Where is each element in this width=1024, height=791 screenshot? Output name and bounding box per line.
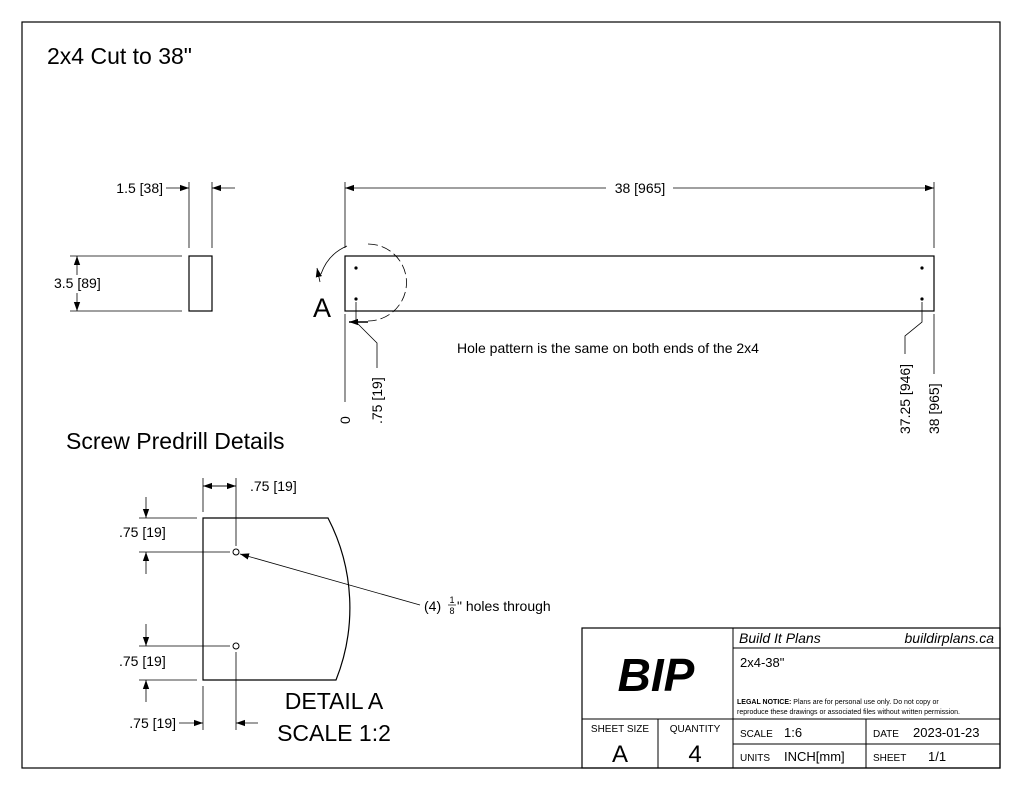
legal-notice: LEGAL NOTICE: Plans are for personal use… bbox=[737, 699, 939, 706]
hole-mark bbox=[920, 297, 924, 301]
end-view: 1.5 [38] 3.5 [89] bbox=[54, 180, 235, 312]
detail-dim-bottom: .75 [19] bbox=[129, 715, 176, 731]
units-value: INCH[mm] bbox=[784, 749, 845, 764]
detail-callout-label: A bbox=[313, 293, 331, 323]
date-label: DATE bbox=[873, 729, 899, 740]
hole-mark bbox=[920, 266, 924, 270]
detail-label: DETAIL A bbox=[285, 688, 384, 714]
scale-label: SCALE bbox=[740, 729, 773, 740]
ordinate-end: 38 [965] bbox=[926, 383, 942, 434]
predrill-hole bbox=[232, 642, 240, 650]
hole-mark bbox=[354, 266, 358, 270]
section-title: Screw Predrill Details bbox=[66, 428, 285, 454]
hole-note-suffix: " holes through bbox=[457, 598, 551, 614]
ordinate-end-hole: 37.25 [946] bbox=[897, 364, 913, 434]
company-website: buildirplans.ca bbox=[905, 630, 995, 646]
detail-callout-circle bbox=[367, 243, 407, 322]
hole-note-prefix: (4) bbox=[424, 598, 441, 614]
end-view-height-dim: 3.5 [89] bbox=[54, 275, 101, 291]
hole-frac-den: 8 bbox=[449, 606, 454, 616]
company-name: Build It Plans bbox=[739, 630, 821, 646]
side-view: 38 [965] A Hole pattern is the same on b… bbox=[313, 180, 942, 434]
sheet-size-label: SHEET SIZE bbox=[591, 724, 649, 735]
side-view-profile bbox=[344, 255, 935, 312]
sheet-size-value: A bbox=[612, 741, 628, 768]
drawing-name: 2x4-38" bbox=[740, 655, 785, 670]
quantity-label: QUANTITY bbox=[670, 724, 721, 735]
drawing-title: 2x4 Cut to 38" bbox=[47, 43, 192, 69]
quantity-value: 4 bbox=[688, 741, 701, 768]
units-label: UNITS bbox=[740, 753, 770, 764]
sheet-label: SHEET bbox=[873, 753, 906, 764]
end-view-profile bbox=[188, 255, 213, 312]
detail-dim-lower: .75 [19] bbox=[119, 653, 166, 669]
date-value: 2023-01-23 bbox=[913, 725, 980, 740]
sheet-border bbox=[21, 21, 1001, 769]
ordinate-start-hole: .75 [19] bbox=[369, 377, 385, 424]
detail-dim-upper: .75 [19] bbox=[119, 524, 166, 540]
legal-notice-line-2: reproduce these drawings or associated f… bbox=[737, 709, 960, 716]
hole-mark bbox=[354, 297, 358, 301]
scale-value: 1:6 bbox=[784, 725, 802, 740]
sheet-value: 1/1 bbox=[928, 749, 946, 764]
hole-frac-num: 1 bbox=[449, 595, 454, 605]
end-view-width-dim: 1.5 [38] bbox=[116, 180, 163, 196]
ordinate-zero: 0 bbox=[337, 416, 353, 424]
detail-dim-top: .75 [19] bbox=[250, 478, 297, 494]
title-block: BIP Build It Plans buildirplans.ca 2x4-3… bbox=[581, 627, 1001, 769]
predrill-hole bbox=[232, 548, 240, 556]
detail-scale: SCALE 1:2 bbox=[277, 720, 391, 746]
company-logo: BIP bbox=[618, 649, 695, 701]
hole-pattern-note: Hole pattern is the same on both ends of… bbox=[457, 340, 759, 356]
side-view-length-dim: 38 [965] bbox=[615, 180, 666, 196]
detail-a-profile bbox=[202, 517, 351, 681]
detail-a-view: .75 [19] .75 [19] .75 [19] .75 [19] (4) … bbox=[119, 478, 551, 746]
